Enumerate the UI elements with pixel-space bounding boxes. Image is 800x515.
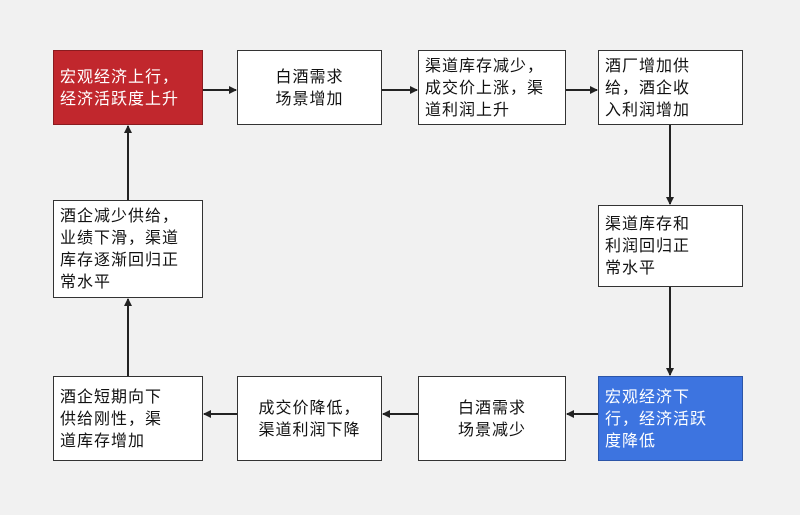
node-macro-downturn: 宏观经济下 行，经济活跃 度降低 <box>598 376 743 461</box>
node-macro-upturn: 宏观经济上行， 经济活跃度上升 <box>53 50 203 125</box>
node-supply-rigidity: 酒企短期向下 供给刚性，渠 道库存增加 <box>53 376 203 461</box>
node-supply-increase: 酒厂增加供 给，酒企收 入利润增加 <box>598 50 743 125</box>
node-normal-level: 渠道库存和 利润回归正 常水平 <box>598 205 743 287</box>
node-price-down: 成交价降低， 渠道利润下降 <box>237 376 382 461</box>
node-demand-decrease: 白酒需求 场景减少 <box>418 376 566 461</box>
node-demand-increase: 白酒需求 场景增加 <box>237 50 382 125</box>
node-channel-stock-down: 渠道库存减少， 成交价上涨，渠 道利润上升 <box>418 50 566 125</box>
node-reduce-supply: 酒企减少供给， 业绩下滑，渠道 库存逐渐回归正 常水平 <box>53 200 203 298</box>
